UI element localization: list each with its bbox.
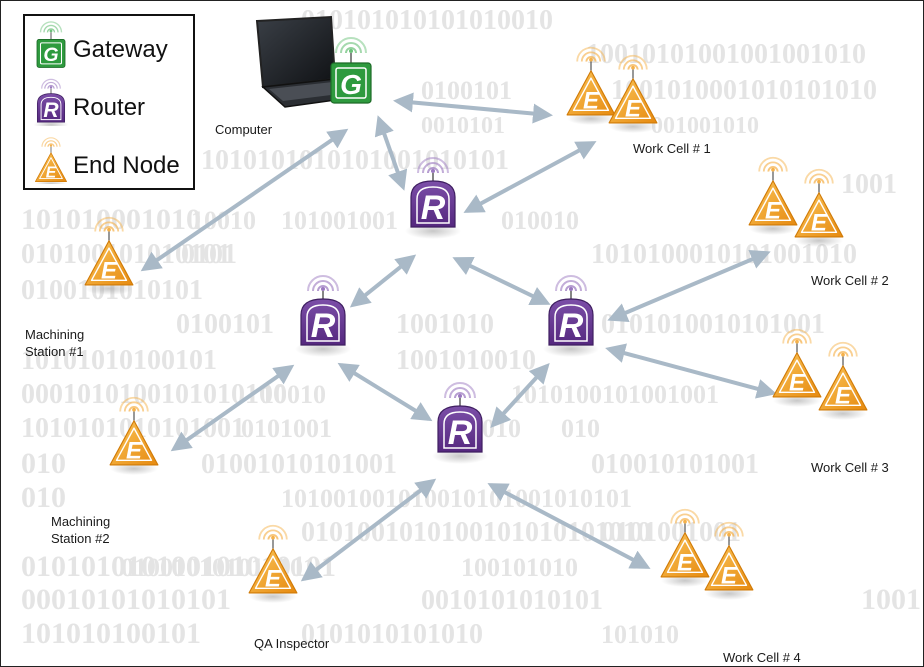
end-node-icon: E [566,46,616,126]
legend-item-gateway: G Gateway [31,18,191,68]
end-node-icon: E [772,328,822,408]
connection-arrow [349,254,417,308]
connections [140,92,777,582]
end-node-group: E [109,396,159,476]
label-line: Machining [51,514,111,529]
label-line: Station #2 [51,531,110,546]
router-letter: R [559,307,584,345]
connection-arrow [374,115,408,191]
end-node-letter: E [677,549,694,576]
computer-node: G [255,15,372,108]
connection-arrow [140,128,349,272]
label-line: Station #1 [25,344,84,359]
end-node-icon: E [248,524,298,604]
legend: G Gateway R Router E End Node [23,14,195,190]
legend-label: Router [73,94,146,121]
end-node-group: E [84,216,134,296]
connection-arrow [337,362,433,422]
connection-arrow [393,92,553,124]
router-node: R [543,275,599,357]
qa-inspector-label: QA Inspector [254,636,330,651]
work-cell-4-label: Work Cell # 4 [723,650,801,665]
end-node-letter: E [126,437,143,464]
end-node-letter: E [811,209,828,236]
end-node-icon: E [35,137,67,184]
legend-label: End Node [73,152,180,179]
end-node-icon: E [84,216,134,296]
gateway-letter: G [340,69,362,100]
end-node-icon: E [818,341,868,421]
gateway-icon: G [36,21,66,68]
connection-arrow [300,478,437,582]
connection-arrow [607,250,771,322]
legend-item-router: R Router [31,76,191,126]
router-letter: R [311,307,336,345]
legend-label: Gateway [73,36,168,63]
router-icon: R [33,78,69,126]
router-node: R [295,275,351,357]
end-node-letter: E [101,257,118,284]
router-letter: R [448,414,473,452]
work-cell-3-label: Work Cell # 3 [811,460,889,475]
router-node: R [405,157,461,239]
end-node-icon: E [109,396,159,476]
end-node-letter: E [265,565,282,592]
end-node-letter: E [721,562,738,589]
router-letter: R [43,99,59,122]
end-node-letter: E [765,197,782,224]
label-line: Machining [25,327,85,342]
end-node-letter: E [46,164,57,181]
end-node-icon: E [748,156,798,236]
gateway-letter: G [43,44,58,66]
connection-arrow [452,256,551,306]
connection-arrow [170,364,295,452]
end-node-letter: E [835,382,852,409]
end-node-letter: E [625,95,642,122]
end-node-icon: E [794,168,844,248]
computer-label: Computer [215,122,273,137]
legend-item-end-node: E End Node [31,134,191,184]
end-node-letter: E [789,369,806,396]
connection-arrow [490,363,550,428]
connection-arrow [487,483,651,569]
gateway-icon: G [330,37,372,104]
router-letter: R [421,189,446,227]
connection-arrow [605,343,777,399]
end-node-icon: E [608,54,658,134]
connection-arrow [463,141,597,213]
end-node-letter: E [583,87,600,114]
work-cell-2-label: Work Cell # 2 [811,273,889,288]
machining-station-2-label: Machining Station #2 [51,513,110,547]
end-node-icon: E [704,521,754,601]
end-node-group: E [248,524,298,604]
machining-station-1-label: Machining Station #1 [25,326,84,360]
end-node-icon: E [660,508,710,588]
router-node: R [432,382,488,464]
work-cell-1-label: Work Cell # 1 [633,141,711,156]
